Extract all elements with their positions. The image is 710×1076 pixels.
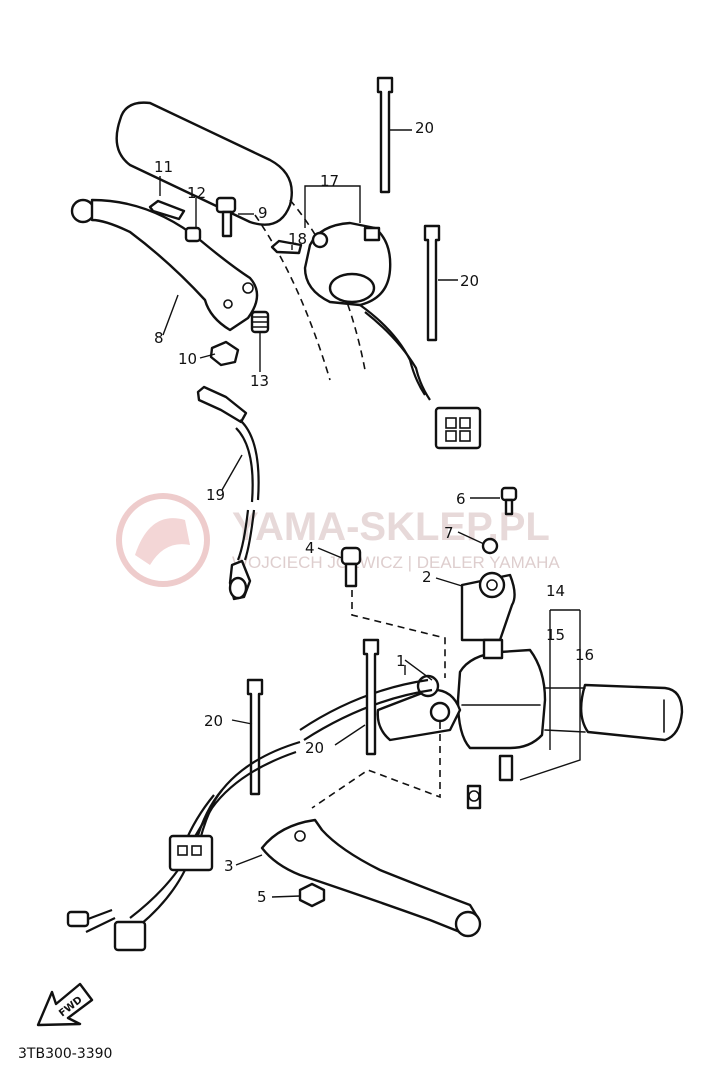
callout-3: 3 xyxy=(224,857,234,875)
callout-6: 6 xyxy=(456,490,466,508)
callout-14: 14 xyxy=(546,582,565,600)
bolt-4 xyxy=(340,546,362,588)
callout-5: 5 xyxy=(257,888,267,906)
screw-6 xyxy=(500,486,518,516)
nut-10 xyxy=(209,340,240,367)
callout-20-upper-2: 20 xyxy=(460,272,479,290)
assembly-lines xyxy=(311,590,446,809)
nut-5 xyxy=(298,882,326,908)
callout-1: 1 xyxy=(396,652,406,670)
callout-12: 12 xyxy=(187,184,206,202)
left-switch xyxy=(303,185,482,450)
callout-7: 7 xyxy=(444,524,454,542)
watermark-logo-mark xyxy=(135,518,190,565)
cable-tie-lower-2 xyxy=(362,638,380,756)
washer-7 xyxy=(481,537,499,555)
lower-wiring xyxy=(66,740,301,952)
watermark-title: YAMA-SKLEP.PL xyxy=(232,505,550,549)
callout-19: 19 xyxy=(206,486,225,504)
callout-10: 10 xyxy=(178,350,197,368)
callout-20-lower-2: 20 xyxy=(305,739,324,757)
callout-13: 13 xyxy=(250,372,269,390)
part-code: 3TB300-3390 xyxy=(18,1046,112,1062)
cable-tie-lower-1 xyxy=(246,678,264,796)
pivot-bolt-9 xyxy=(215,196,237,238)
callout-20-upper-1: 20 xyxy=(415,119,434,137)
callouts: 20 20 11 12 9 17 18 8 10 13 19 6 7 4 2 1… xyxy=(154,119,594,906)
callout-20-lower-1: 20 xyxy=(204,712,223,730)
callout-8: 8 xyxy=(154,329,164,347)
callout-11: 11 xyxy=(154,158,173,176)
clamp-2 xyxy=(460,571,516,642)
callout-15: 15 xyxy=(546,626,565,644)
watermark-logo xyxy=(116,493,210,587)
cable-tie-upper-2 xyxy=(423,224,441,342)
screw-18 xyxy=(270,239,303,255)
cable-tie-upper-1 xyxy=(376,76,394,194)
screw-11 xyxy=(148,199,186,221)
callout-16: 16 xyxy=(575,646,594,664)
right-switch-housing xyxy=(456,609,581,810)
leader-lines xyxy=(159,129,500,898)
spring-13 xyxy=(250,310,270,334)
callout-9: 9 xyxy=(258,204,268,222)
callout-2: 2 xyxy=(422,568,432,586)
callout-4: 4 xyxy=(305,539,315,557)
watermark-subtitle: WOJCIECH JÓZWICZ | DEALER YAMAHA xyxy=(232,553,560,572)
brake-lever xyxy=(260,818,482,938)
callout-17: 17 xyxy=(320,172,339,190)
nut-12 xyxy=(184,226,202,243)
fwd-arrow-icon: FWD xyxy=(36,982,94,1027)
right-grip xyxy=(544,683,684,742)
throttle-guide-1 xyxy=(376,665,462,742)
clutch-switch xyxy=(196,385,260,601)
callout-18: 18 xyxy=(288,230,307,248)
